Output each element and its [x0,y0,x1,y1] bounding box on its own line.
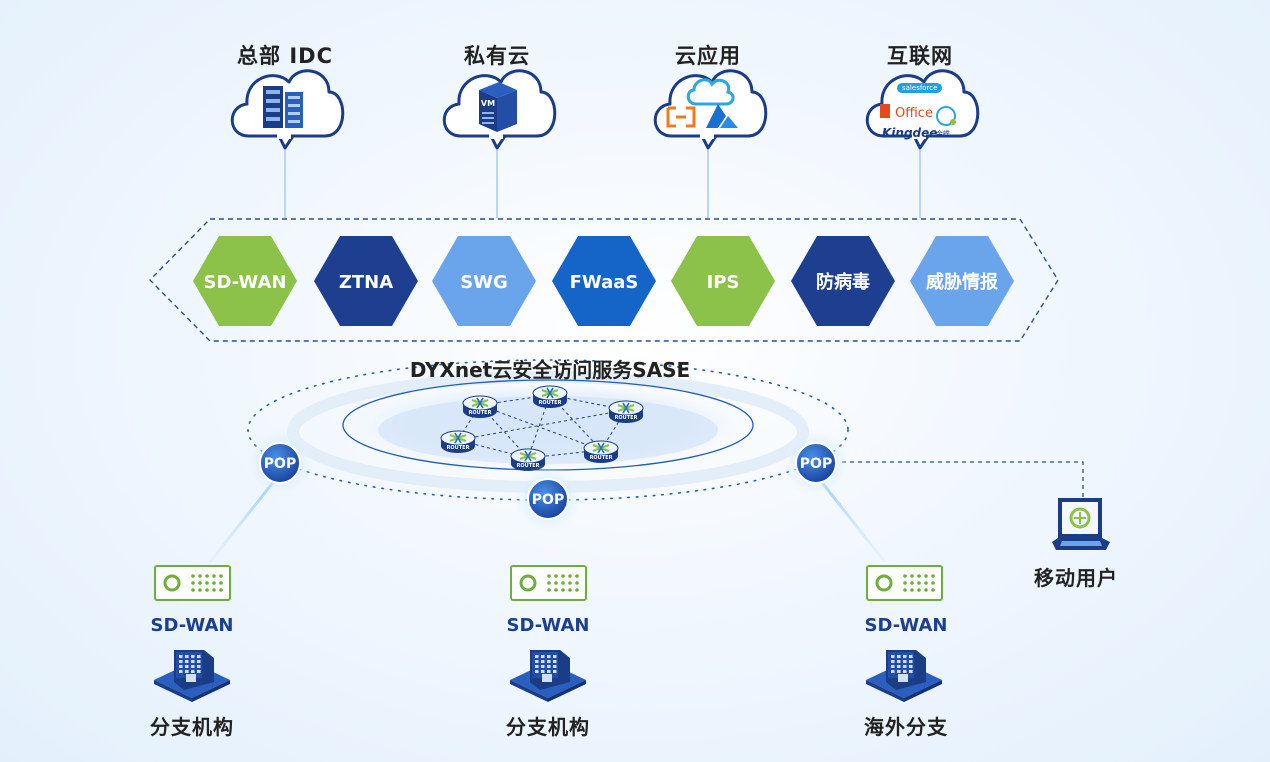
cloud-4 [865,69,980,150]
service-label: 防病毒 [816,271,870,293]
sase-title: DYXnet云安全访问服务SASE [409,358,691,382]
site-name-1: 分支机构 [150,715,234,739]
routers: ROUTER ROUTER ROUTER ROUTER ROUTER ROUTER [440,385,644,471]
office-logo: Office [895,106,933,121]
internet-apps-icon [880,104,956,126]
service-hex-sdwan: SD-WAN [193,236,297,326]
service-label: ZTNA [339,272,393,293]
svg-text:VM: VM [481,99,495,108]
router-icon: ROUTER [608,400,644,423]
building-icon [154,650,230,702]
cloud-title-private: 私有云 [464,44,530,68]
cloud-connectors [284,150,921,218]
svg-text:ROUTER: ROUTER [469,410,492,416]
svg-text:ROUTER: ROUTER [517,463,540,469]
kingdee-cn-logo: 金蝶 [936,130,950,138]
service-hex-ips: IPS [671,236,775,326]
service-hex-ztna: ZTNA [314,236,418,326]
pop-node-3: POP [782,429,850,497]
service-hex-fwaas: FWaaS [552,236,656,326]
sdwan-device-icon [510,565,587,601]
salesforce-logo: salesforce [897,83,943,93]
service-hex-6: 威胁情报 [910,236,1014,326]
service-label: SD-WAN [204,272,287,293]
router-icon: ROUTER [532,385,568,408]
router-icon: ROUTER [583,440,619,463]
svg-text:POP: POP [532,492,564,508]
cloud-title-apps: 云应用 [675,44,741,68]
site-device-label-2: SD-WAN [506,615,590,636]
vm-server-icon: VM [479,82,517,132]
cloud-apps-icon [666,78,738,128]
service-hexagons: SD-WAN ZTNA SWG FWaaS IPS 防病毒 威胁情报 [193,236,1014,326]
sdwan-device-icon [866,565,943,601]
svg-text:ROUTER: ROUTER [447,445,470,451]
svg-text:ROUTER: ROUTER [539,400,562,406]
cloud-1 [230,69,345,150]
site-name-3: 海外分支 [864,715,948,739]
router-icon: ROUTER [462,395,498,418]
site-device-label-1: SD-WAN [150,615,234,636]
server-rack-icon [263,86,303,128]
svg-text:POP: POP [264,456,296,472]
kingdee-logo: Kingdee [882,126,938,140]
building-icon [510,650,586,702]
sdwan-device-icon [154,565,231,601]
pop-node-2: POP [514,465,582,533]
svg-text:ROUTER: ROUTER [615,415,638,421]
clouds: VM [230,69,980,150]
branch-buildings [154,650,942,702]
site-name-2: 分支机构 [506,715,590,739]
pop-nodes: POP POP POP [246,429,850,533]
service-hex-swg: SWG [432,236,536,326]
laptop-icon [1052,498,1110,550]
cloud-3 [653,69,768,150]
service-label: IPS [707,272,740,293]
building-icon [866,650,942,702]
service-hex-5: 防病毒 [791,236,895,326]
mobile-user-label: 移动用户 [1034,566,1118,590]
sdwan-devices [154,565,943,601]
service-label: SWG [460,272,508,293]
cloud-title-idc: 总部 IDC [237,44,333,68]
pop-node-1: POP [246,429,314,497]
cloud-2: VM [442,69,557,150]
service-label: FWaaS [570,272,639,293]
svg-text:ROUTER: ROUTER [590,455,613,461]
service-label: 威胁情报 [926,271,998,293]
router-icon: ROUTER [440,430,476,453]
svg-text:POP: POP [800,456,832,472]
service-band-outline [149,218,1059,342]
cloud-title-internet: 互联网 [887,44,953,68]
mobile-link [842,461,1084,500]
site-device-label-3: SD-WAN [864,615,948,636]
